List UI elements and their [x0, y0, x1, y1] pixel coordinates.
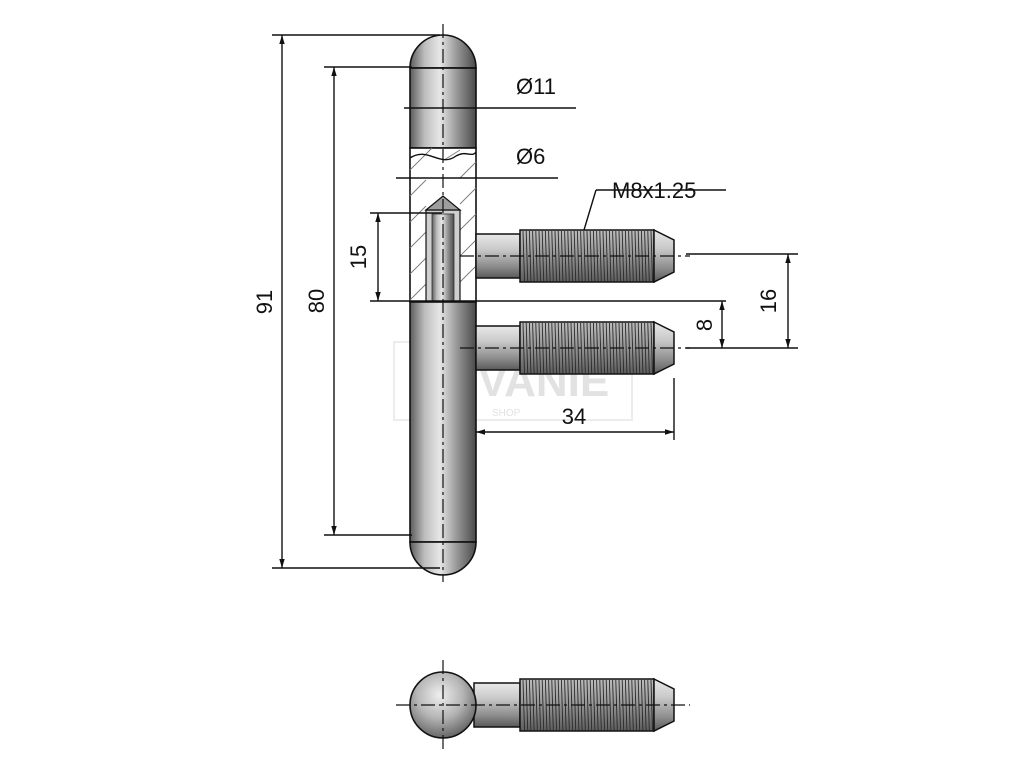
- thread-callout: M8x1.25: [583, 178, 726, 231]
- dim-label-34: 34: [562, 404, 586, 429]
- dim-label-91: 91: [252, 290, 277, 314]
- dim-label-8: 8: [692, 319, 717, 331]
- dimension-8: 8: [692, 301, 725, 348]
- dimension-d11: Ø11: [404, 74, 576, 109]
- watermark-sub: SHOP: [492, 408, 521, 419]
- dimension-d6: Ø6: [396, 144, 558, 179]
- dimension-80: 80: [304, 66, 412, 536]
- dimension-16: 16: [686, 253, 798, 349]
- side-view: [396, 660, 690, 750]
- dim-label-80: 80: [304, 289, 329, 313]
- dimension-34: 34: [476, 378, 675, 440]
- dim-label-d11: Ø11: [516, 74, 556, 99]
- section-hatching: [409, 147, 477, 301]
- dim-label-16: 16: [756, 289, 781, 313]
- break-line: [409, 151, 477, 161]
- dim-label-thread: M8x1.25: [612, 178, 696, 203]
- dimension-91: 91: [252, 34, 440, 569]
- dimension-15: 15: [346, 212, 726, 302]
- dim-label-d6: Ø6: [516, 144, 545, 169]
- dim-label-15: 15: [346, 245, 371, 269]
